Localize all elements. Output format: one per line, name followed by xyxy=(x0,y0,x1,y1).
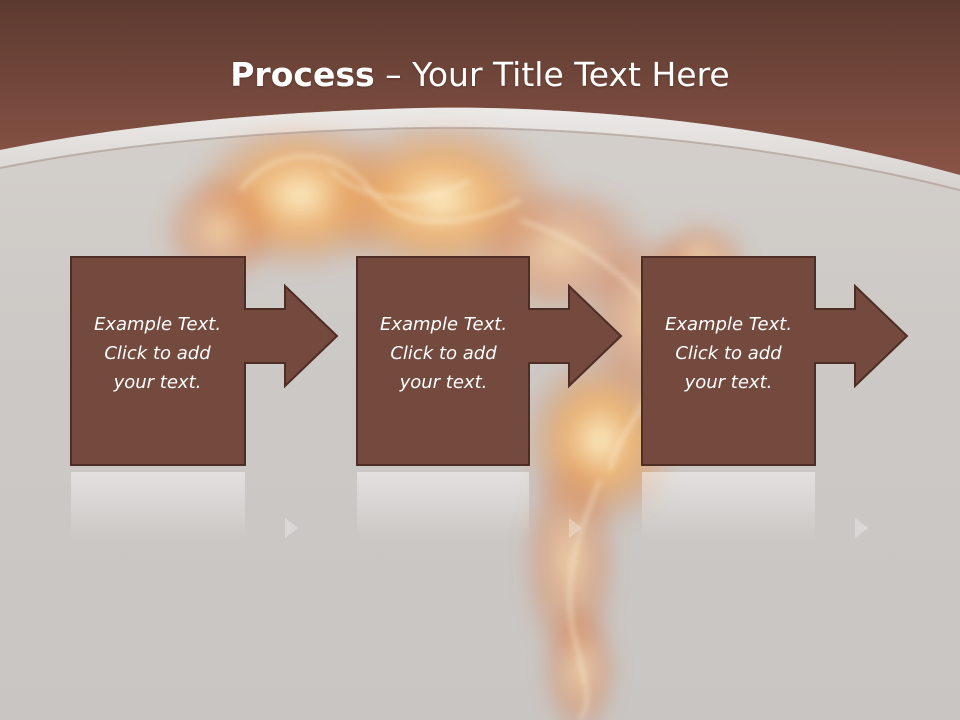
process-step-3[interactable] xyxy=(641,256,911,471)
step-1-shape xyxy=(70,256,339,466)
step-2-text[interactable]: Example Text. Click to add your text. xyxy=(356,310,531,397)
step-1-line-3: your text. xyxy=(113,372,202,393)
title-rest: Your Title Text Here xyxy=(412,55,730,94)
step-1-line-2: Click to add xyxy=(104,343,211,364)
title-bold: Process xyxy=(230,55,375,94)
step-1-reflection xyxy=(71,472,298,540)
step-2-shape xyxy=(356,256,623,466)
step-3-line-1: Example Text. xyxy=(664,314,793,335)
step-3-text[interactable]: Example Text. Click to add your text. xyxy=(641,310,816,397)
step-1-text[interactable]: Example Text. Click to add your text. xyxy=(70,310,245,397)
step-3-shape xyxy=(641,256,909,466)
step-1-line-1: Example Text. xyxy=(93,314,222,335)
header-band xyxy=(0,0,960,191)
step-3-reflection xyxy=(642,472,868,540)
process-step-1[interactable] xyxy=(70,256,340,471)
step-2-line-3: your text. xyxy=(399,372,488,393)
title-separator: – xyxy=(374,55,413,94)
step-2-reflection xyxy=(357,472,582,540)
step-2-line-1: Example Text. xyxy=(379,314,508,335)
step-3-line-3: your text. xyxy=(684,372,773,393)
slide-title: Process – Your Title Text Here xyxy=(0,52,960,98)
step-3-line-2: Click to add xyxy=(675,343,782,364)
step-2-line-2: Click to add xyxy=(390,343,497,364)
process-step-2[interactable] xyxy=(356,256,626,471)
